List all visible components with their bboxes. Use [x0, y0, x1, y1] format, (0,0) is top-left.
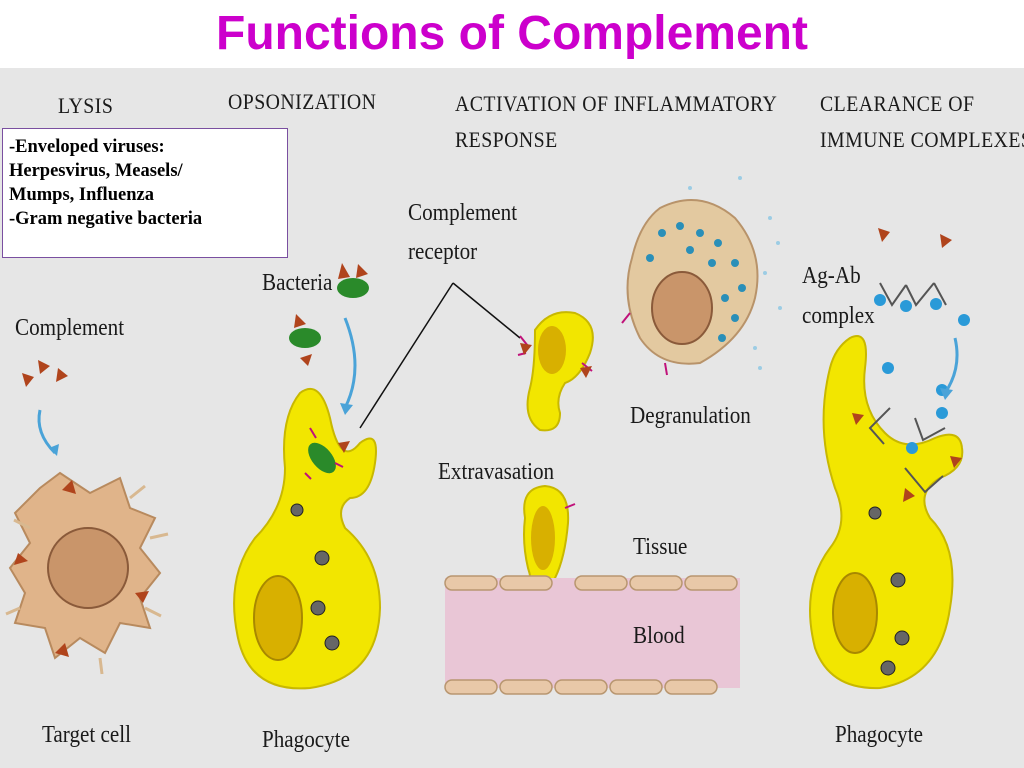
- label-phagocyte-left: Phagocyte: [262, 727, 350, 753]
- heading-activation-line1: ACTIVATION OF INFLAMMATORY: [455, 91, 778, 116]
- note-line: -Enveloped viruses:: [9, 137, 165, 157]
- heading-activation-line2: RESPONSE: [455, 127, 558, 152]
- clearance-phagocyte: [809, 335, 964, 690]
- label-ag-ab-line1: Ag-Ab: [802, 263, 861, 289]
- opsonization-phagocyte: [233, 387, 382, 690]
- mast-cell-degranulation: [621, 176, 782, 376]
- heading-lysis: LYSIS: [58, 93, 114, 118]
- label-complement-receptor-line1: Complement: [408, 200, 518, 226]
- receptor-pointer-line: [359, 282, 454, 429]
- label-degranulation: Degranulation: [630, 403, 751, 429]
- opsonization-complement-triangles: [294, 263, 368, 453]
- label-complement: Complement: [15, 315, 125, 341]
- label-complement-receptor-line2: receptor: [408, 239, 478, 265]
- label-ag-ab-line2: complex: [802, 303, 875, 329]
- label-blood: Blood: [633, 623, 685, 649]
- bacteria-illustrations: [289, 278, 369, 348]
- label-tissue: Tissue: [633, 534, 688, 560]
- page-title: Functions of Complement: [216, 7, 808, 60]
- label-phagocyte-right: Phagocyte: [835, 722, 923, 748]
- note-line: Mumps, Influenza: [9, 185, 154, 205]
- diagram-artwork: [5, 176, 970, 695]
- antibody-beads: [874, 294, 970, 454]
- target-cell-illustration: [5, 471, 169, 675]
- lysis-complement-triangles: [14, 360, 149, 657]
- receptor-cell: [517, 311, 594, 432]
- label-bacteria: Bacteria: [262, 270, 333, 296]
- blood-vessel: [444, 575, 740, 695]
- note-line: -Gram negative bacteria: [9, 209, 203, 229]
- label-extravasation: Extravasation: [438, 459, 555, 485]
- heading-opsonization: OPSONIZATION: [228, 89, 377, 114]
- virus-note-box: -Enveloped viruses: Herpesvirus, Measels…: [2, 128, 288, 258]
- heading-clearance-line1: CLEARANCE OF: [820, 91, 975, 116]
- complement-functions-diagram: LYSIS OPSONIZATION ACTIVATION OF INFLAMM…: [0, 68, 1024, 768]
- note-line: Herpesvirus, Measels/: [9, 161, 183, 181]
- label-target-cell: Target cell: [42, 722, 132, 748]
- clearance-complement-triangles: [852, 228, 962, 502]
- lysis-arrow: [37, 409, 57, 455]
- antibody-complexes: [868, 282, 947, 494]
- heading-clearance-line2: IMMUNE COMPLEXES: [820, 127, 1024, 152]
